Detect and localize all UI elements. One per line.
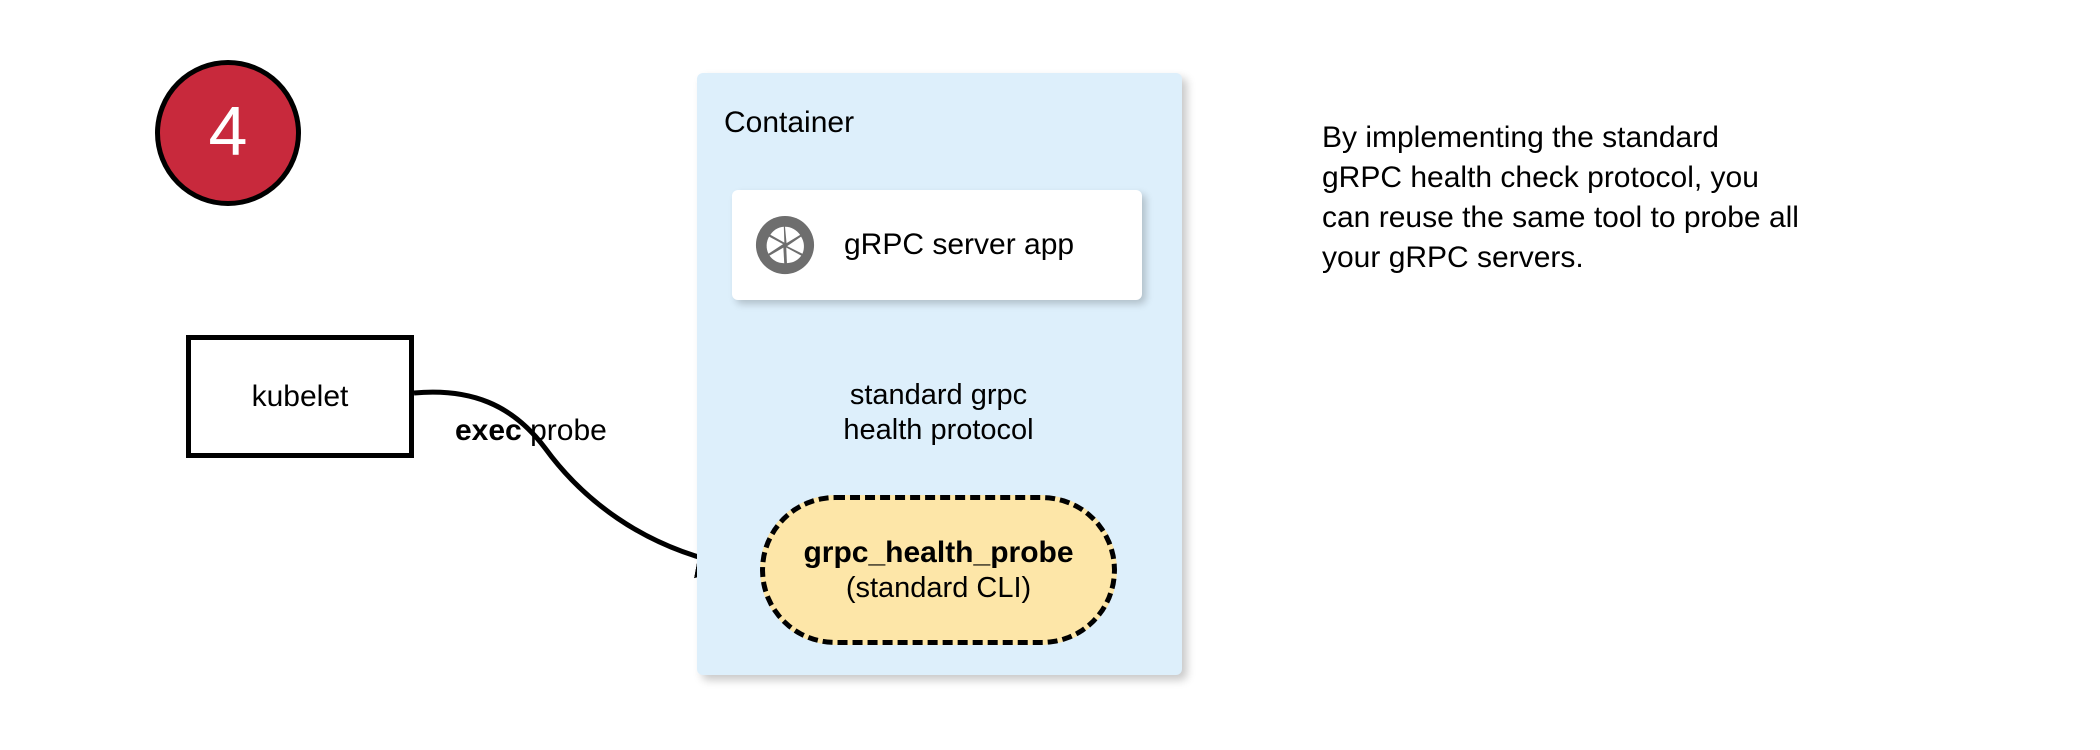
step-number-badge: 4: [155, 60, 301, 206]
note-line-1: By implementing the standard: [1322, 121, 1719, 154]
exec-probe-keyword: exec: [455, 414, 522, 447]
grpc-health-probe-title: grpc_health_probe: [803, 535, 1074, 569]
step-number-text: 4: [208, 92, 248, 170]
explanatory-note: By implementing the standard gRPC health…: [1322, 118, 1902, 278]
kubelet-label: kubelet: [251, 379, 349, 413]
grpc-server-app-label: gRPC server app: [844, 228, 1075, 261]
grpc-server-app-node: gRPC server app: [732, 190, 1142, 300]
health-protocol-edge-label: standard grpc health protocol: [760, 378, 1117, 449]
exec-probe-arrow: [413, 389, 740, 579]
kubelet-node: kubelet: [186, 335, 414, 458]
health-protocol-line-1: standard grpc: [849, 379, 1028, 411]
note-line-4: your gRPC servers.: [1322, 240, 1584, 274]
grpc-aperture-icon: [755, 215, 815, 275]
container-title: Container: [724, 106, 855, 139]
note-line-2: gRPC health check protocol, you: [1322, 160, 1759, 194]
exec-probe-rest: probe: [521, 414, 607, 447]
grpc-health-probe-subtitle: (standard CLI): [845, 571, 1032, 604]
note-line-3: can reuse the same tool to probe all: [1322, 200, 1799, 234]
health-protocol-line-2: health protocol: [843, 414, 1034, 447]
exec-probe-edge-label: exec probe: [455, 414, 607, 448]
grpc-health-probe-node: grpc_health_probe (standard CLI): [760, 495, 1117, 645]
